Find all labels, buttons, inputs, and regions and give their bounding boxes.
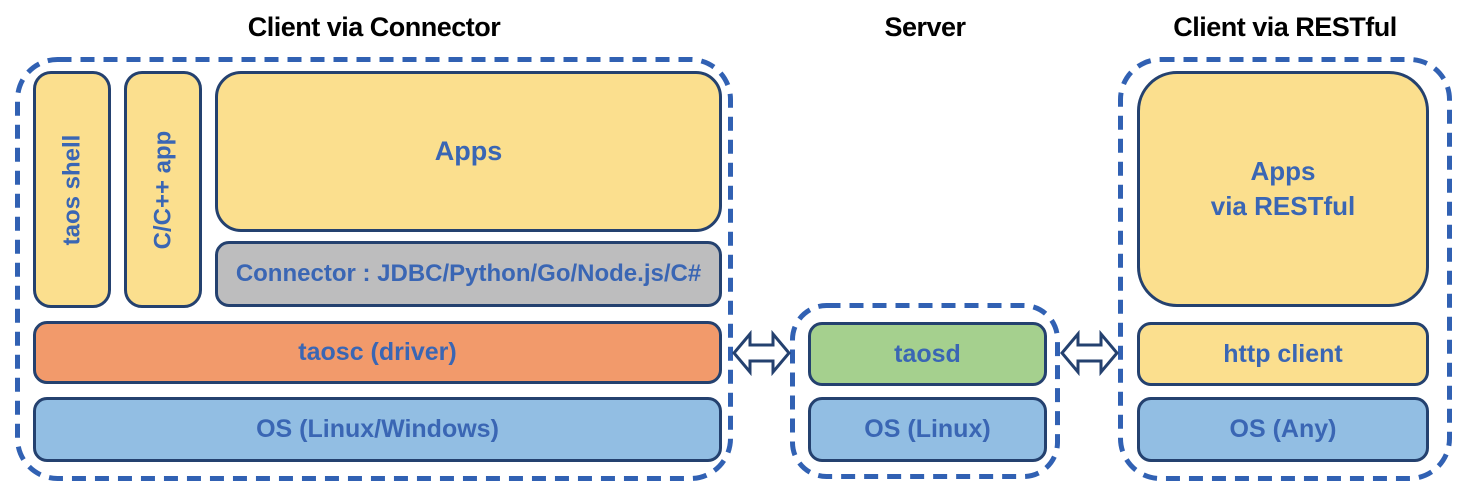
- connector-label: Connector : JDBC/Python/Go/Node.js/C#: [235, 260, 702, 287]
- dashed-container-client-connector: [15, 57, 733, 481]
- os-linux-box: OS (Linux): [808, 397, 1047, 462]
- client-restful-title: Client via RESTful: [1173, 12, 1397, 42]
- bidirectional-arrow-icon: [1060, 329, 1119, 377]
- taosc-driver-label: taosc (driver): [298, 338, 457, 366]
- dashed-container-server: [790, 303, 1060, 479]
- taos-shell-box: taos shell: [33, 71, 111, 308]
- bidirectional-arrow-icon: [732, 329, 791, 377]
- os-linux-label: OS (Linux): [864, 415, 991, 443]
- apps-box: Apps: [215, 71, 722, 232]
- taos-shell-label: taos shell: [58, 134, 85, 245]
- cpp-app-label: C/C++ app: [149, 130, 177, 249]
- apps-label: Apps: [434, 136, 503, 166]
- os-any-box: OS (Any): [1137, 397, 1429, 462]
- cpp-app-box: C/C++ app: [124, 71, 202, 308]
- server-title: Server: [884, 12, 966, 42]
- apps-via-restful-box: Apps via RESTful: [1137, 71, 1429, 307]
- os-any-label: OS (Any): [1229, 415, 1337, 443]
- dashed-container-client-restful: [1118, 57, 1452, 481]
- http-client-label: http client: [1223, 339, 1343, 368]
- client-connector-title: Client via Connector: [247, 12, 501, 42]
- http-client-box: http client: [1137, 322, 1429, 386]
- apps-via-restful-line2: via RESTful: [1210, 191, 1356, 221]
- apps-via-restful-line1: Apps: [1250, 155, 1316, 186]
- taosc-driver-box: taosc (driver): [33, 321, 722, 384]
- taosd-box: taosd: [808, 322, 1047, 386]
- os-linux-windows-label: OS (Linux/Windows): [256, 415, 499, 443]
- taosd-label: taosd: [894, 339, 961, 368]
- os-linux-windows-box: OS (Linux/Windows): [33, 397, 722, 462]
- connector-box: Connector : JDBC/Python/Go/Node.js/C#: [215, 241, 722, 307]
